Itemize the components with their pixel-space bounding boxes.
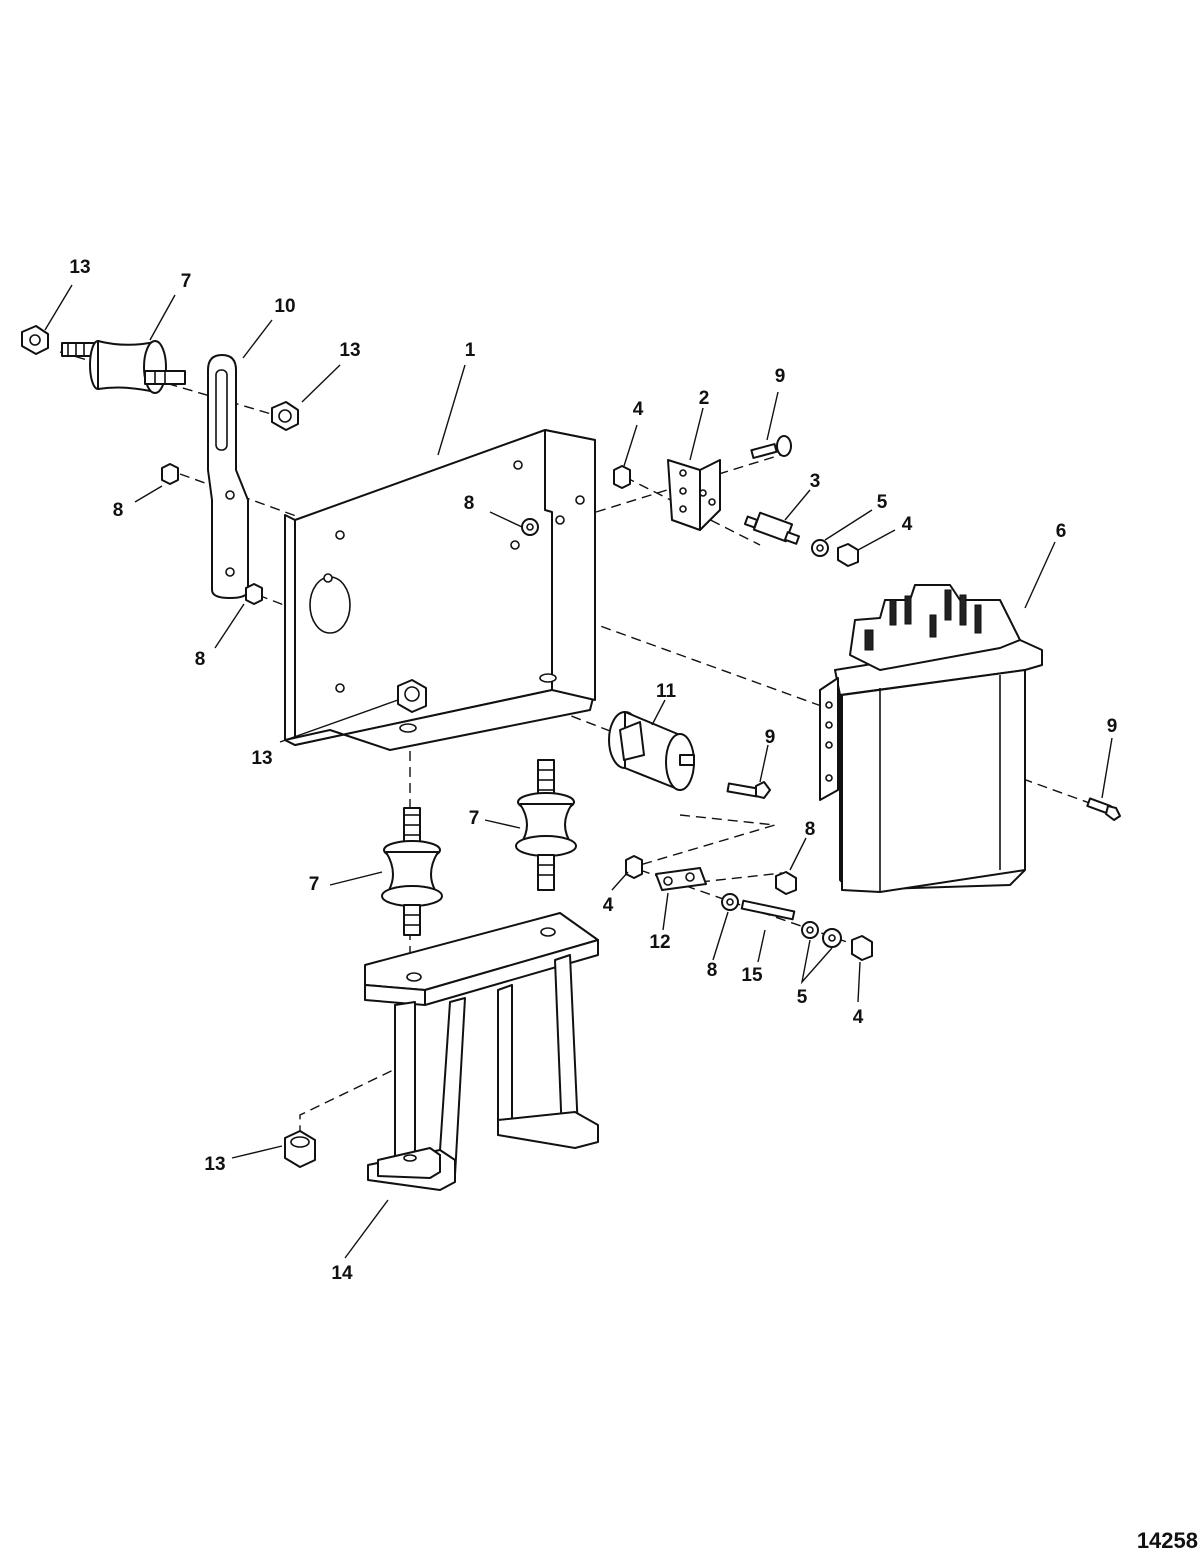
callout-6: 6 xyxy=(1056,521,1067,542)
bolt-9-right xyxy=(1086,797,1121,821)
callout-4: 4 xyxy=(902,514,913,535)
callout-14: 14 xyxy=(331,1263,353,1284)
callout-4: 4 xyxy=(633,399,644,420)
callout-12: 12 xyxy=(649,932,670,953)
callout-4: 4 xyxy=(603,895,614,916)
callouts: 13 7 10 13 1 8 8 8 13 4 2 9 3 5 4 6 11 9… xyxy=(69,257,1117,1284)
callout-8: 8 xyxy=(464,493,475,514)
slotted-strap xyxy=(207,354,249,599)
main-bracket xyxy=(284,429,596,751)
nut-8-lower-right xyxy=(775,871,797,895)
nut-4-upper xyxy=(613,465,631,489)
callout-4: 4 xyxy=(853,1007,864,1028)
figure-number: 14258 xyxy=(1137,1528,1198,1553)
callout-13: 13 xyxy=(69,257,90,278)
link-bracket xyxy=(655,867,707,891)
leader-lines xyxy=(44,284,1113,1259)
callout-7: 7 xyxy=(309,874,320,895)
callout-1: 1 xyxy=(465,340,476,361)
callout-11: 11 xyxy=(656,681,677,702)
callout-7: 7 xyxy=(181,271,192,292)
callout-8: 8 xyxy=(195,649,206,670)
angle-bracket xyxy=(667,459,721,531)
washer-8-lower xyxy=(721,893,739,911)
callout-13: 13 xyxy=(204,1154,225,1175)
callout-9: 9 xyxy=(765,727,776,748)
callout-7: 7 xyxy=(469,808,480,829)
nut-13-upper-right xyxy=(271,401,299,431)
callout-8: 8 xyxy=(805,819,816,840)
callout-8: 8 xyxy=(113,500,124,521)
isolator-mount-lower-middle xyxy=(515,759,577,891)
washer-5-lower-a xyxy=(801,921,819,939)
nut-4-lower-left xyxy=(625,855,643,879)
isolator-mount-lower-left xyxy=(381,807,443,936)
nut-13-center xyxy=(397,679,427,713)
callout-5: 5 xyxy=(797,987,808,1008)
callout-8: 8 xyxy=(707,960,718,981)
electronic-module xyxy=(819,584,1043,893)
nut-8-bracket xyxy=(521,518,539,536)
base-stand xyxy=(364,912,599,1191)
bolt-9-middle xyxy=(726,781,771,799)
callout-9: 9 xyxy=(775,366,786,387)
cylinder-component xyxy=(608,711,695,791)
nut-4-right-upper xyxy=(837,543,859,567)
callout-10: 10 xyxy=(274,296,295,317)
nut-8-left-lower xyxy=(245,583,263,605)
bolt-9-top xyxy=(750,435,792,459)
washer-5-lower-b xyxy=(822,928,842,948)
nut-13-upper-left xyxy=(21,325,49,355)
callout-5: 5 xyxy=(877,492,888,513)
callout-15: 15 xyxy=(741,965,763,986)
callout-13: 13 xyxy=(251,748,272,769)
callout-13: 13 xyxy=(339,340,360,361)
washer-5-upper xyxy=(811,539,829,557)
callout-9: 9 xyxy=(1107,716,1118,737)
stud-15 xyxy=(740,899,796,921)
callout-3: 3 xyxy=(810,471,821,492)
nut-13-lower xyxy=(284,1130,316,1168)
nut-4-lower-right xyxy=(851,935,873,961)
standoff xyxy=(743,511,801,545)
callout-2: 2 xyxy=(699,388,710,409)
isolator-mount-upper xyxy=(61,340,186,394)
nut-8-left-upper xyxy=(161,463,179,485)
